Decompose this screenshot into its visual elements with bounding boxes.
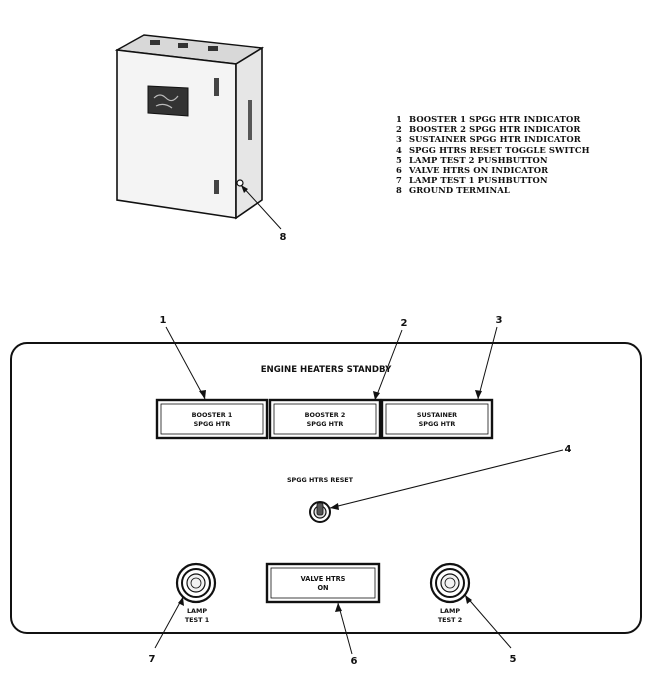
legend-text: GROUND TERMINAL [409, 185, 510, 196]
leader-6 [337, 602, 353, 655]
lamp-test-2-line1: LAMP [440, 607, 460, 615]
legend-number: 3 [396, 134, 402, 145]
legend-item: 7 LAMP TEST 1 PUSHBUTTON [396, 175, 590, 185]
callout-4: 4 [565, 444, 572, 455]
legend-number: 1 [396, 114, 402, 124]
leader-8-top [240, 184, 282, 230]
legend-number: 8 [396, 185, 402, 196]
indicator-2-line1: BOOSTER 2 [305, 411, 346, 419]
indicator-sustainer: SUSTAINER SPGG HTR [380, 398, 494, 440]
callout-1: 1 [160, 315, 167, 326]
callout-6: 6 [351, 656, 358, 667]
legend-number: 4 [396, 144, 402, 155]
legend-text: BOOSTER 1 SPGG HTR INDICATOR [409, 114, 581, 124]
callout-3: 3 [496, 315, 503, 326]
leader-5 [464, 594, 512, 649]
indicator-1-line1: BOOSTER 1 [192, 411, 233, 419]
indicator-2-line2: SPGG HTR [307, 420, 344, 428]
indicator-valve-htrs-on: VALVE HTRS ON [265, 562, 381, 604]
legend-item: 2 BOOSTER 2 SPGG HTR INDICATOR [396, 124, 590, 134]
lamp-test-2-line2: TEST 2 [438, 616, 462, 624]
legend-text: LAMP TEST 1 PUSHBUTTON [409, 175, 548, 186]
legend-item: 6 VALVE HTRS ON INDICATOR [396, 165, 590, 175]
lamp-test-2-pushbutton [429, 562, 471, 604]
legend-number: 6 [396, 165, 402, 176]
legend-number: 5 [396, 154, 402, 165]
legend-text: BOOSTER 2 SPGG HTR INDICATOR [409, 124, 581, 135]
legend-text: LAMP TEST 2 PUSHBUTTON [409, 154, 548, 165]
reset-toggle-switch [309, 501, 331, 523]
legend-item: 4 SPGG HTRS RESET TOGGLE SWITCH [396, 145, 590, 155]
legend-item: 8 GROUND TERMINAL [396, 185, 590, 195]
lamp-test-1-pushbutton [175, 562, 217, 604]
indicator-1-line2: SPGG HTR [194, 420, 231, 428]
legend-text: SPGG HTRS RESET TOGGLE SWITCH [409, 144, 590, 155]
callout-8-top: 8 [280, 232, 287, 243]
indicator-booster-2: BOOSTER 2 SPGG HTR [268, 398, 382, 440]
legend-item: 5 LAMP TEST 2 PUSHBUTTON [396, 155, 590, 165]
indicator-booster-1: BOOSTER 1 SPGG HTR [155, 398, 269, 440]
control-panel: ENGINE HEATERS STANDBY BOOSTER 1 SPGG HT… [10, 342, 642, 634]
leader-1 [165, 326, 206, 400]
indicator-3-line2: SPGG HTR [419, 420, 456, 428]
legend-item: 3 SUSTAINER SPGG HTR INDICATOR [396, 134, 590, 144]
indicator-3-line1: SUSTAINER [417, 411, 457, 419]
arrowheads [178, 185, 482, 612]
legend-item: 1 BOOSTER 1 SPGG HTR INDICATOR [396, 114, 590, 124]
callout-7: 7 [149, 654, 156, 665]
legend-number: 7 [396, 175, 402, 186]
lamp-test-1-line2: TEST 1 [185, 616, 209, 624]
callout-leaders [154, 326, 564, 655]
leader-4 [329, 449, 564, 509]
heater-box-drawing [114, 34, 282, 230]
legend-number: 2 [396, 124, 402, 135]
legend-text: VALVE HTRS ON INDICATOR [409, 165, 549, 176]
parts-legend: 1 BOOSTER 1 SPGG HTR INDICATOR 2 BOOSTER 2… [396, 114, 590, 196]
legend-text: SUSTAINER SPGG HTR INDICATOR [409, 134, 581, 145]
lamp-test-1-line1: LAMP [187, 607, 207, 615]
valve-line2: ON [317, 584, 328, 592]
callout-5: 5 [510, 654, 517, 665]
leader-2 [374, 329, 403, 401]
leader-3 [477, 326, 498, 400]
callout-2: 2 [401, 318, 408, 329]
valve-line1: VALVE HTRS [301, 575, 346, 583]
reset-switch-label: SPGG HTRS RESET [287, 476, 354, 484]
panel-title: ENGINE HEATERS STANDBY [261, 365, 392, 375]
leader-7 [154, 596, 184, 649]
